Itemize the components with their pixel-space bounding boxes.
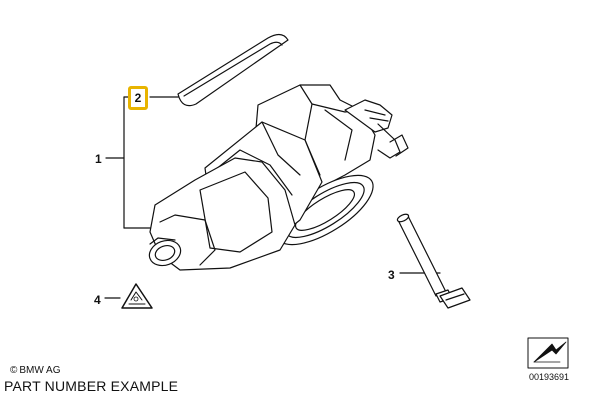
footer-caption: PART NUMBER EXAMPLE	[4, 378, 179, 394]
callout-part-1[interactable]: 1	[95, 152, 102, 166]
leader-line-1	[105, 96, 151, 229]
diagram-number: 00193691	[529, 372, 570, 382]
sealing-ring-part-2	[177, 33, 289, 107]
bolt-part-3	[396, 213, 471, 309]
callout-part-2-selected[interactable]: 2	[128, 86, 148, 110]
warning-triangle-icon	[121, 283, 153, 309]
housing-part-1	[148, 84, 409, 271]
copyright-owner: BMW AG	[19, 365, 61, 376]
copyright-notice: ©BMW AG	[10, 365, 61, 376]
callout-part-4[interactable]: 4	[94, 293, 101, 307]
copyright-symbol: ©	[10, 365, 18, 376]
callout-part-3[interactable]: 3	[388, 268, 395, 282]
arrow-icon	[527, 337, 569, 369]
